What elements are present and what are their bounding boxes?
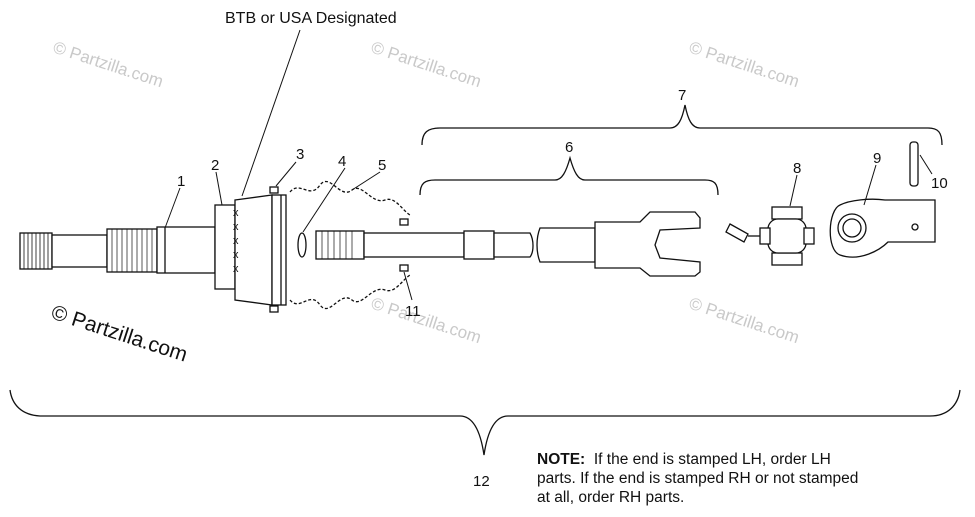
stamp-marks: x x x x x	[233, 207, 239, 275]
watermarks: © Partzilla.com © Partzilla.com © Partzi…	[51, 38, 802, 347]
splined-stub-shaft	[19, 226, 216, 274]
leader-lines	[164, 29, 933, 301]
watermark: © Partzilla.com	[687, 294, 802, 347]
watermark: © Partzilla.com	[369, 38, 484, 91]
svg-text:x: x	[233, 207, 239, 219]
bracket-6	[419, 155, 719, 196]
bracket-7	[421, 104, 943, 146]
note-text: If the end is stamped LH, order LH parts…	[537, 451, 859, 506]
watermark: © Partzilla.com	[369, 294, 484, 347]
ordering-note: NOTE: If the end is stamped LH, order LH…	[537, 450, 867, 507]
callout-6: 6	[565, 139, 573, 156]
u-joint-cross	[725, 206, 815, 266]
watermark: © Partzilla.com	[687, 38, 802, 91]
callout-7: 7	[678, 87, 686, 104]
callout-11: 11	[405, 303, 421, 320]
designation-label: BTB or USA Designated	[225, 10, 397, 27]
bracket-12	[9, 389, 961, 456]
svg-text:x: x	[233, 249, 239, 261]
circlip	[297, 232, 307, 258]
svg-text:x: x	[233, 235, 239, 247]
callout-4: 4	[338, 153, 346, 170]
callout-9: 9	[873, 150, 881, 167]
boot-clamp-small	[399, 218, 409, 272]
callout-10: 10	[931, 175, 948, 192]
roll-pin	[909, 141, 919, 187]
hub-yoke	[829, 198, 936, 258]
cv-joint-housing	[214, 194, 287, 306]
brand-watermark: © Partzilla.com	[48, 301, 190, 367]
watermark: © Partzilla.com	[51, 38, 166, 91]
callout-5: 5	[378, 157, 386, 174]
svg-text:x: x	[233, 221, 239, 233]
shaft-and-yoke	[315, 211, 701, 277]
callout-2: 2	[211, 157, 219, 174]
note-label: NOTE:	[537, 451, 586, 468]
callout-12: 12	[473, 473, 490, 490]
callouts: 1 2 3 4 5 6 7 8 9 10 11 12 BTB or USA De…	[177, 10, 948, 490]
callout-3: 3	[296, 146, 304, 163]
boot-clamp-large	[269, 186, 279, 313]
svg-text:x: x	[233, 263, 239, 275]
callout-8: 8	[793, 160, 801, 177]
callout-1: 1	[177, 173, 185, 190]
